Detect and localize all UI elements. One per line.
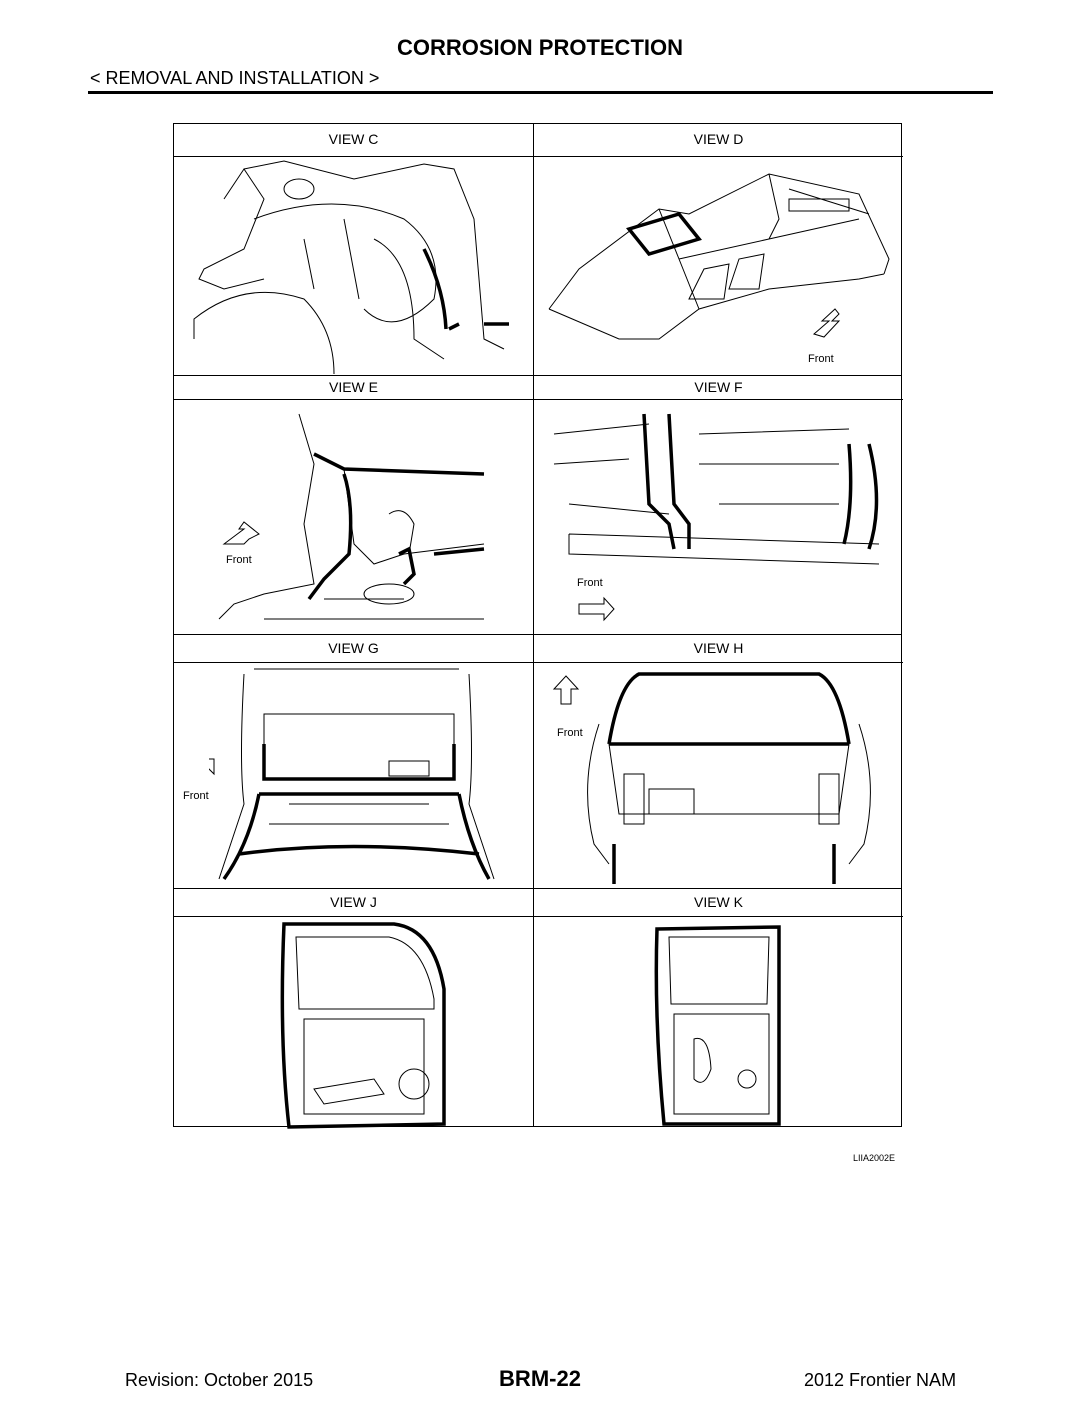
views-figure: VIEW C VIEW D VIEW E VIEW F VIEW G VIEW …	[173, 123, 903, 1129]
view-c-label: VIEW C	[174, 124, 533, 157]
view-k-label: VIEW K	[534, 889, 903, 917]
view-c-drawing	[193, 160, 509, 374]
view-f-label: VIEW F	[534, 376, 903, 400]
view-e-front-label: Front	[226, 554, 252, 566]
view-g-front-label: Front	[183, 790, 209, 802]
view-k-drawing	[654, 925, 781, 1126]
page-number: BRM-22	[499, 1366, 581, 1391]
view-d-label: VIEW D	[534, 124, 903, 157]
header-rule	[88, 91, 993, 94]
view-h-front-label: Front	[557, 727, 583, 739]
view-j-drawing	[280, 922, 446, 1129]
view-d-front-label: Front	[808, 353, 834, 365]
view-g-drawing	[209, 668, 495, 881]
view-e-drawing	[218, 413, 485, 620]
figure-caption: LIIA2002E	[853, 1153, 896, 1163]
view-j-label: VIEW J	[174, 889, 533, 917]
view-h-label: VIEW H	[534, 635, 903, 663]
page-title: CORROSION PROTECTION	[396, 35, 683, 60]
view-f-drawing	[553, 413, 880, 622]
section-breadcrumb: < REMOVAL AND INSTALLATION >	[90, 68, 380, 88]
view-g-label: VIEW G	[174, 635, 533, 663]
column-divider	[533, 124, 534, 1126]
view-f-front-label: Front	[577, 577, 603, 589]
view-h-drawing	[552, 672, 871, 884]
footer-model: 2012 Frontier NAM	[804, 1370, 957, 1390]
footer-revision: Revision: October 2015	[125, 1370, 314, 1390]
view-d-drawing	[548, 173, 890, 340]
view-e-label: VIEW E	[174, 376, 533, 400]
